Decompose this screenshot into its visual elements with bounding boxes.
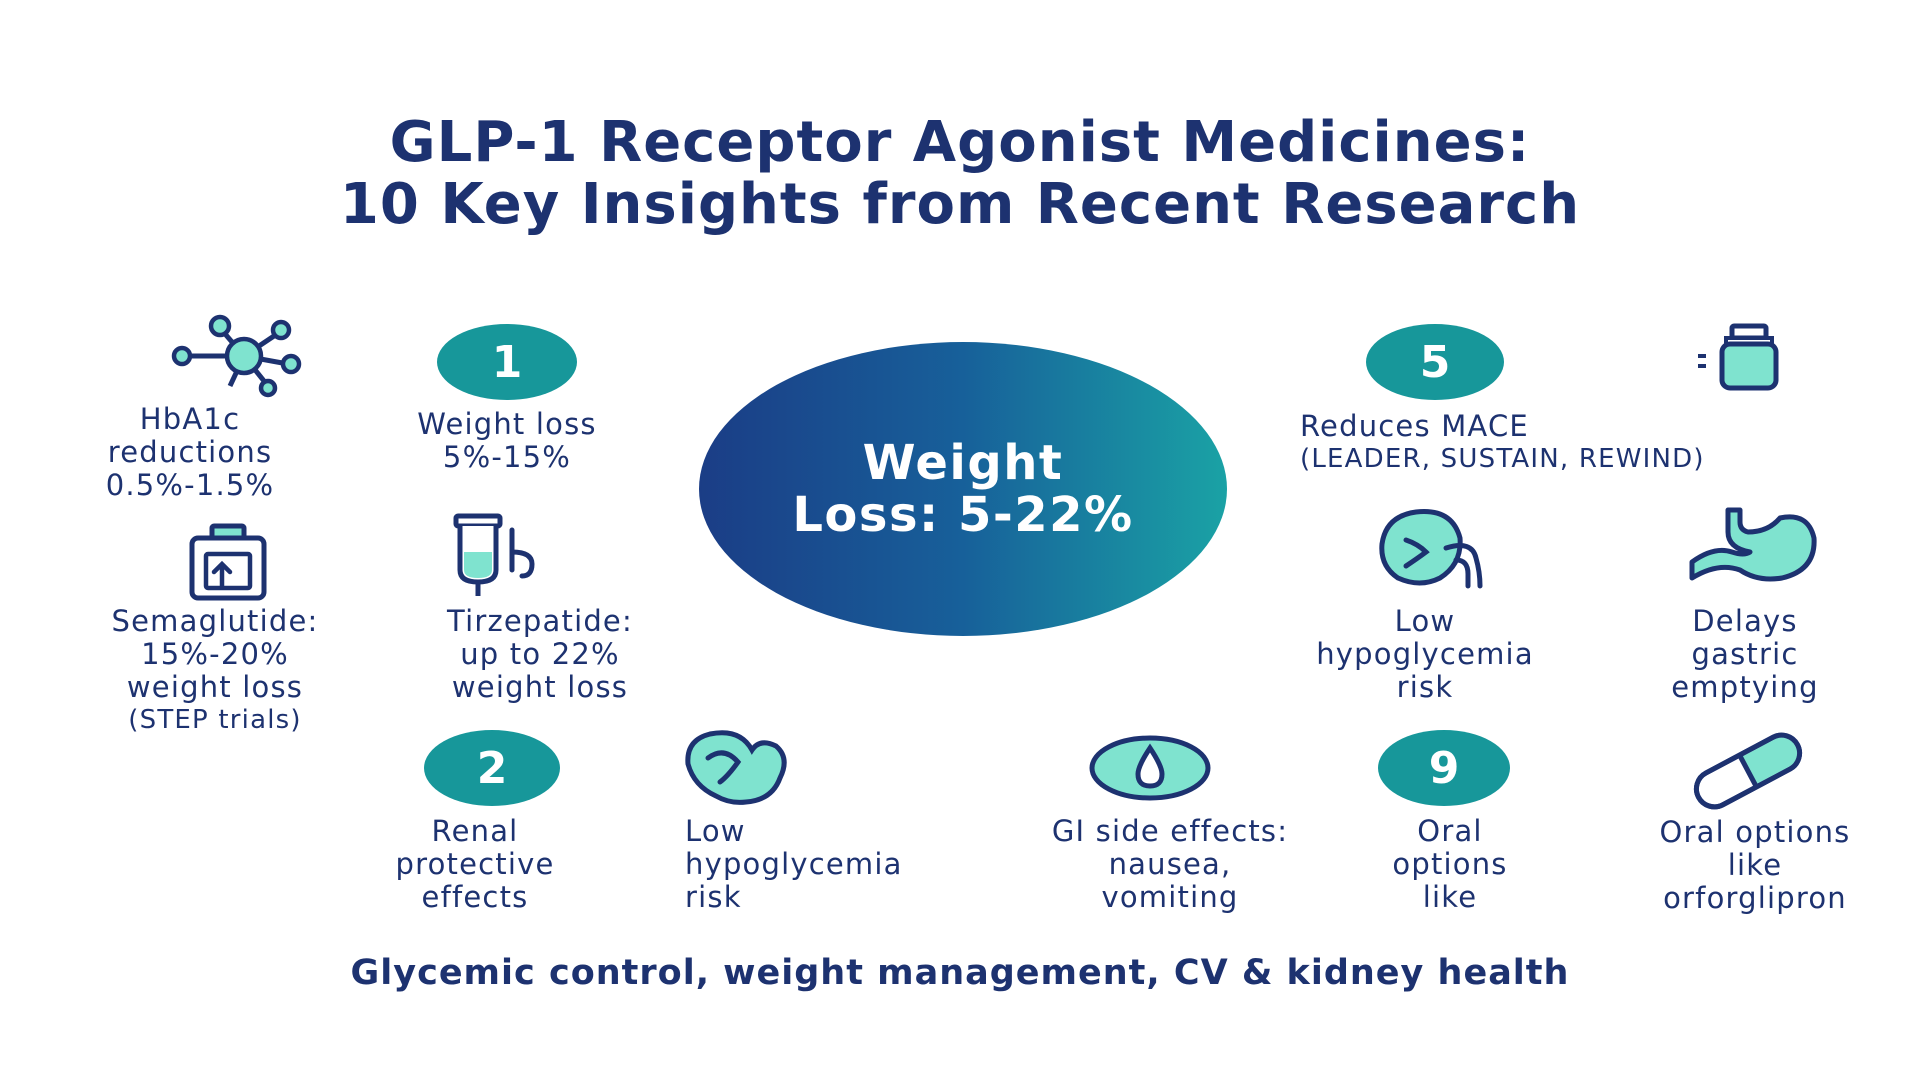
badge-number-5: 5: [1366, 324, 1504, 400]
molecule-icon: [170, 314, 302, 398]
insight-low-hypoglycemia-left: Low hypoglycemia risk: [685, 814, 903, 914]
badge-number-2: 2: [424, 730, 560, 806]
insight-hba1c: HbA1c reductions 0.5%-1.5%: [105, 402, 275, 502]
page-title-line-2: 10 Key Insights from Recent Research: [339, 172, 1581, 237]
injection-pen-icon: [452, 512, 547, 598]
pill-capsule-icon: [1686, 732, 1810, 810]
insight-weight-loss: Weight loss 5%-15%: [417, 407, 597, 474]
vial-icon: [1696, 323, 1792, 392]
stomach-icon: [1688, 507, 1818, 584]
water-drop-icon: [1088, 734, 1212, 802]
badge-number-9: 9: [1378, 730, 1510, 806]
kidney-icon: [1376, 508, 1498, 589]
center-line-1: Weight: [862, 435, 1064, 491]
insight-oral-orforglipron: Oral options like orforglipron: [1659, 815, 1851, 915]
insight-tirzepatide: Tirzepatide: up to 22% weight loss: [447, 604, 633, 704]
footer-summary: Glycemic control, weight management, CV …: [350, 953, 1570, 993]
center-line-2: Loss: 5-22%: [792, 487, 1134, 543]
page-title-line-1: GLP-1 Receptor Agonist Medicines:: [389, 110, 1531, 175]
insight-reduces-mace: Reduces MACE (LEADER, SUSTAIN, REWIND): [1300, 409, 1705, 475]
insight-delays-gastric: Delays gastric emptying: [1671, 604, 1819, 704]
insight-low-hypoglycemia-right: Low hypoglycemia risk: [1316, 604, 1534, 704]
insight-renal: Renal protective effects: [395, 814, 555, 914]
insight-semaglutide: Semaglutide: 15%-20% weight loss (STEP t…: [111, 604, 319, 736]
center-highlight-circle: Weight Loss: 5-22%: [699, 342, 1227, 636]
insight-gi-side-effects: GI side effects: nausea, vomiting: [1051, 814, 1289, 914]
badge-number-1: 1: [437, 324, 577, 400]
kidney-icon: [680, 728, 790, 806]
medicine-bottle-icon: [188, 523, 268, 601]
insight-oral-options: Oral options like: [1392, 814, 1508, 914]
